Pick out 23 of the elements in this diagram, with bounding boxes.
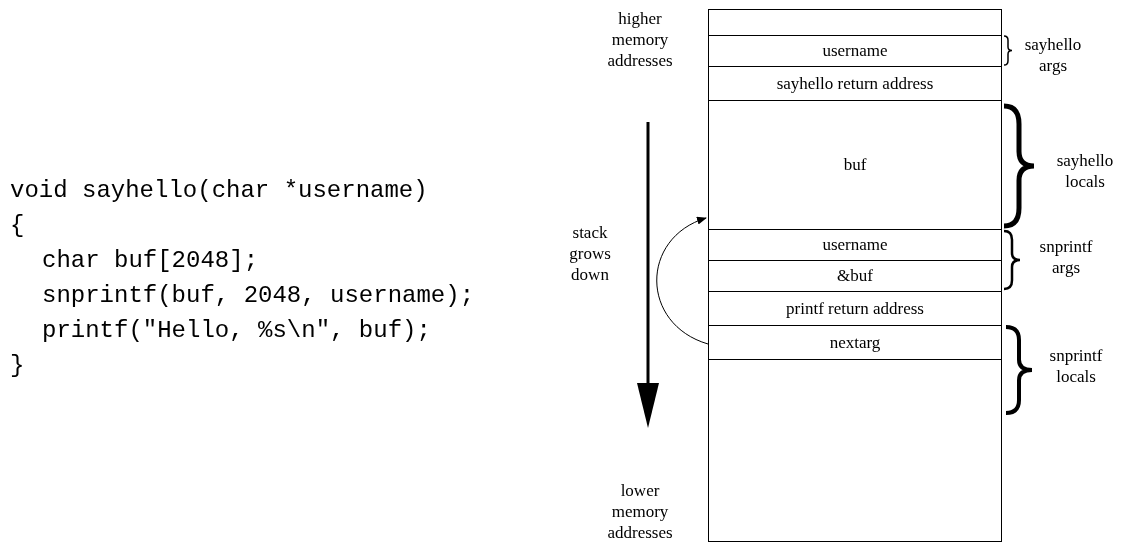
address-label: higher memory addresses xyxy=(606,8,674,71)
code-line: printf("Hello, %s\n", buf); xyxy=(42,316,431,346)
code-line: snprintf(buf, 2048, username); xyxy=(42,281,475,311)
group-label: sayhello locals xyxy=(1055,150,1115,192)
stack-slot xyxy=(708,9,1002,36)
group-label: snprintf args xyxy=(1038,236,1094,278)
stack-slot: printf return address xyxy=(708,291,1002,326)
stack-slot: username xyxy=(708,229,1002,261)
stack-slot: nextarg xyxy=(708,325,1002,360)
stack-slot: username xyxy=(708,35,1002,67)
stack-slot: sayhello return address xyxy=(708,66,1002,101)
stack-slot: &buf xyxy=(708,260,1002,292)
direction-label: stack grows down xyxy=(568,222,612,285)
code-line: char buf[2048]; xyxy=(42,246,259,276)
code-line: void sayhello(char *username) xyxy=(10,176,428,206)
address-label: lower memory addresses xyxy=(606,480,674,543)
stack-slot: buf xyxy=(708,100,1002,230)
code-line: } xyxy=(10,351,25,381)
group-label: sayhello args xyxy=(1023,34,1083,76)
code-line: { xyxy=(10,211,25,241)
stack-slot xyxy=(708,359,1002,542)
group-label: snprintf locals xyxy=(1048,345,1104,387)
curved-arrow xyxy=(656,217,709,345)
